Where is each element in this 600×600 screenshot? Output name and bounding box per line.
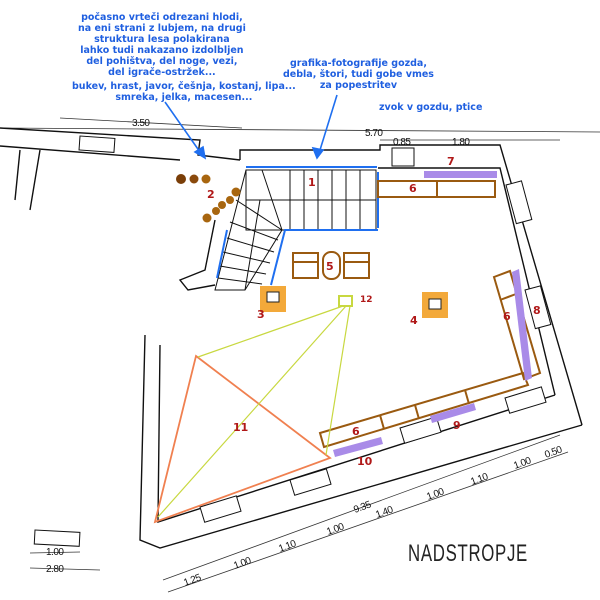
annotation-arrows bbox=[164, 94, 338, 160]
dim-seg: 1.00 bbox=[425, 486, 446, 503]
projection-lines bbox=[157, 305, 351, 518]
label-triangle-11: 11 bbox=[233, 421, 249, 434]
dim-left-b: 2.80 bbox=[46, 564, 64, 575]
note-line: bukev, hrast, javor, češnja, kostanj, li… bbox=[72, 81, 296, 92]
label-projector-12: 12 bbox=[360, 295, 373, 305]
dim-left-a: 1.00 bbox=[46, 547, 64, 558]
dim-seg: 1.40 bbox=[374, 504, 395, 521]
note-line: struktura lesa polakirana bbox=[94, 34, 230, 45]
label-seating: 5 bbox=[326, 260, 334, 273]
note-line: smreka, jelka, macesen... bbox=[115, 92, 253, 103]
sound-note: zvok v gozdu, ptice bbox=[379, 102, 483, 113]
note-line: počasno vrteči odrezani hlodi, bbox=[81, 12, 243, 23]
bottom-dimension-lines bbox=[29, 434, 569, 593]
dim-top-a: 0.85 bbox=[393, 137, 411, 148]
furniture bbox=[292, 180, 542, 449]
label-shelf-bottom: 6 bbox=[352, 425, 360, 438]
label-panel-8: 8 bbox=[533, 304, 541, 317]
note-line: lahko tudi nakazano izdolbljen bbox=[80, 45, 244, 56]
label-shelf-top: 6 bbox=[409, 182, 417, 195]
dimension-labels: 3.50 5.70 0.85 1.80 9.35 1.25 1.00 1.10 … bbox=[46, 118, 564, 589]
label-panel-9: 9 bbox=[453, 419, 461, 432]
label-stand-4: 4 bbox=[410, 314, 418, 327]
label-stand-3: 3 bbox=[257, 308, 265, 321]
note-line: na eni strani z lubjem, na drugi bbox=[78, 23, 246, 34]
label-panel-7: 7 bbox=[447, 155, 455, 168]
staircase bbox=[214, 169, 377, 291]
dim-seg: 1.00 bbox=[325, 521, 346, 538]
note-line: debla, štori, tudi gobe vmes bbox=[283, 69, 434, 80]
windows bbox=[33, 135, 552, 547]
triangle-zone bbox=[153, 354, 332, 524]
note-line: del pohištva, del noge, vezi, bbox=[86, 56, 238, 67]
graphics-note: grafika-fotografije gozda, debla, štori,… bbox=[283, 58, 434, 91]
species-note: bukev, hrast, javor, češnja, kostanj, li… bbox=[72, 81, 296, 103]
display-panels bbox=[333, 171, 532, 457]
logs bbox=[176, 174, 241, 223]
label-shelf-right: 6 bbox=[503, 310, 511, 323]
label-stairs: 1 bbox=[308, 176, 316, 189]
label-logs: 2 bbox=[207, 188, 215, 201]
label-panel-10: 10 bbox=[357, 455, 373, 468]
note-line: za popestritev bbox=[319, 80, 398, 91]
dim-seg: 1.25 bbox=[182, 572, 203, 589]
top-dimension-lines bbox=[0, 117, 600, 141]
note-line: grafika-fotografije gozda, bbox=[289, 58, 427, 69]
dim-top-left: 3.50 bbox=[132, 118, 150, 129]
dim-seg: 0.50 bbox=[543, 444, 564, 461]
stands bbox=[260, 286, 448, 318]
dim-seg: 1.00 bbox=[232, 555, 253, 572]
plan-title: NADSTROPJE bbox=[408, 540, 528, 567]
dim-seg: 1.10 bbox=[277, 538, 298, 555]
logs-note: počasno vrteči odrezani hlodi, na eni st… bbox=[78, 12, 246, 78]
dim-top-b: 1.80 bbox=[452, 137, 470, 148]
dim-bottom-total: 9.35 bbox=[352, 499, 373, 516]
dim-top-total: 5.70 bbox=[365, 128, 383, 139]
dim-seg: 1.10 bbox=[469, 471, 490, 488]
dim-seg: 1.00 bbox=[512, 455, 533, 472]
note-line: del igrače-ostržek... bbox=[108, 67, 216, 78]
